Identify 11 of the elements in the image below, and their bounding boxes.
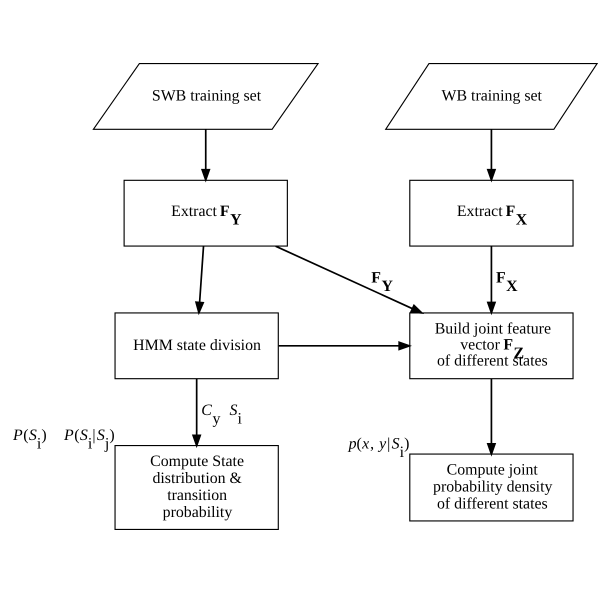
arrow [192,378,202,448]
arrow [194,246,204,315]
arrow [486,128,496,182]
arrow [486,378,496,456]
arrow [200,128,210,182]
node-box: HMM state division [114,312,279,379]
arrow [486,246,496,315]
arrow [278,340,412,350]
node-box: Compute joint probability density of different states [409,453,574,522]
node-box: Compute State distribution & transition probability [114,444,279,530]
arrow [275,244,424,314]
